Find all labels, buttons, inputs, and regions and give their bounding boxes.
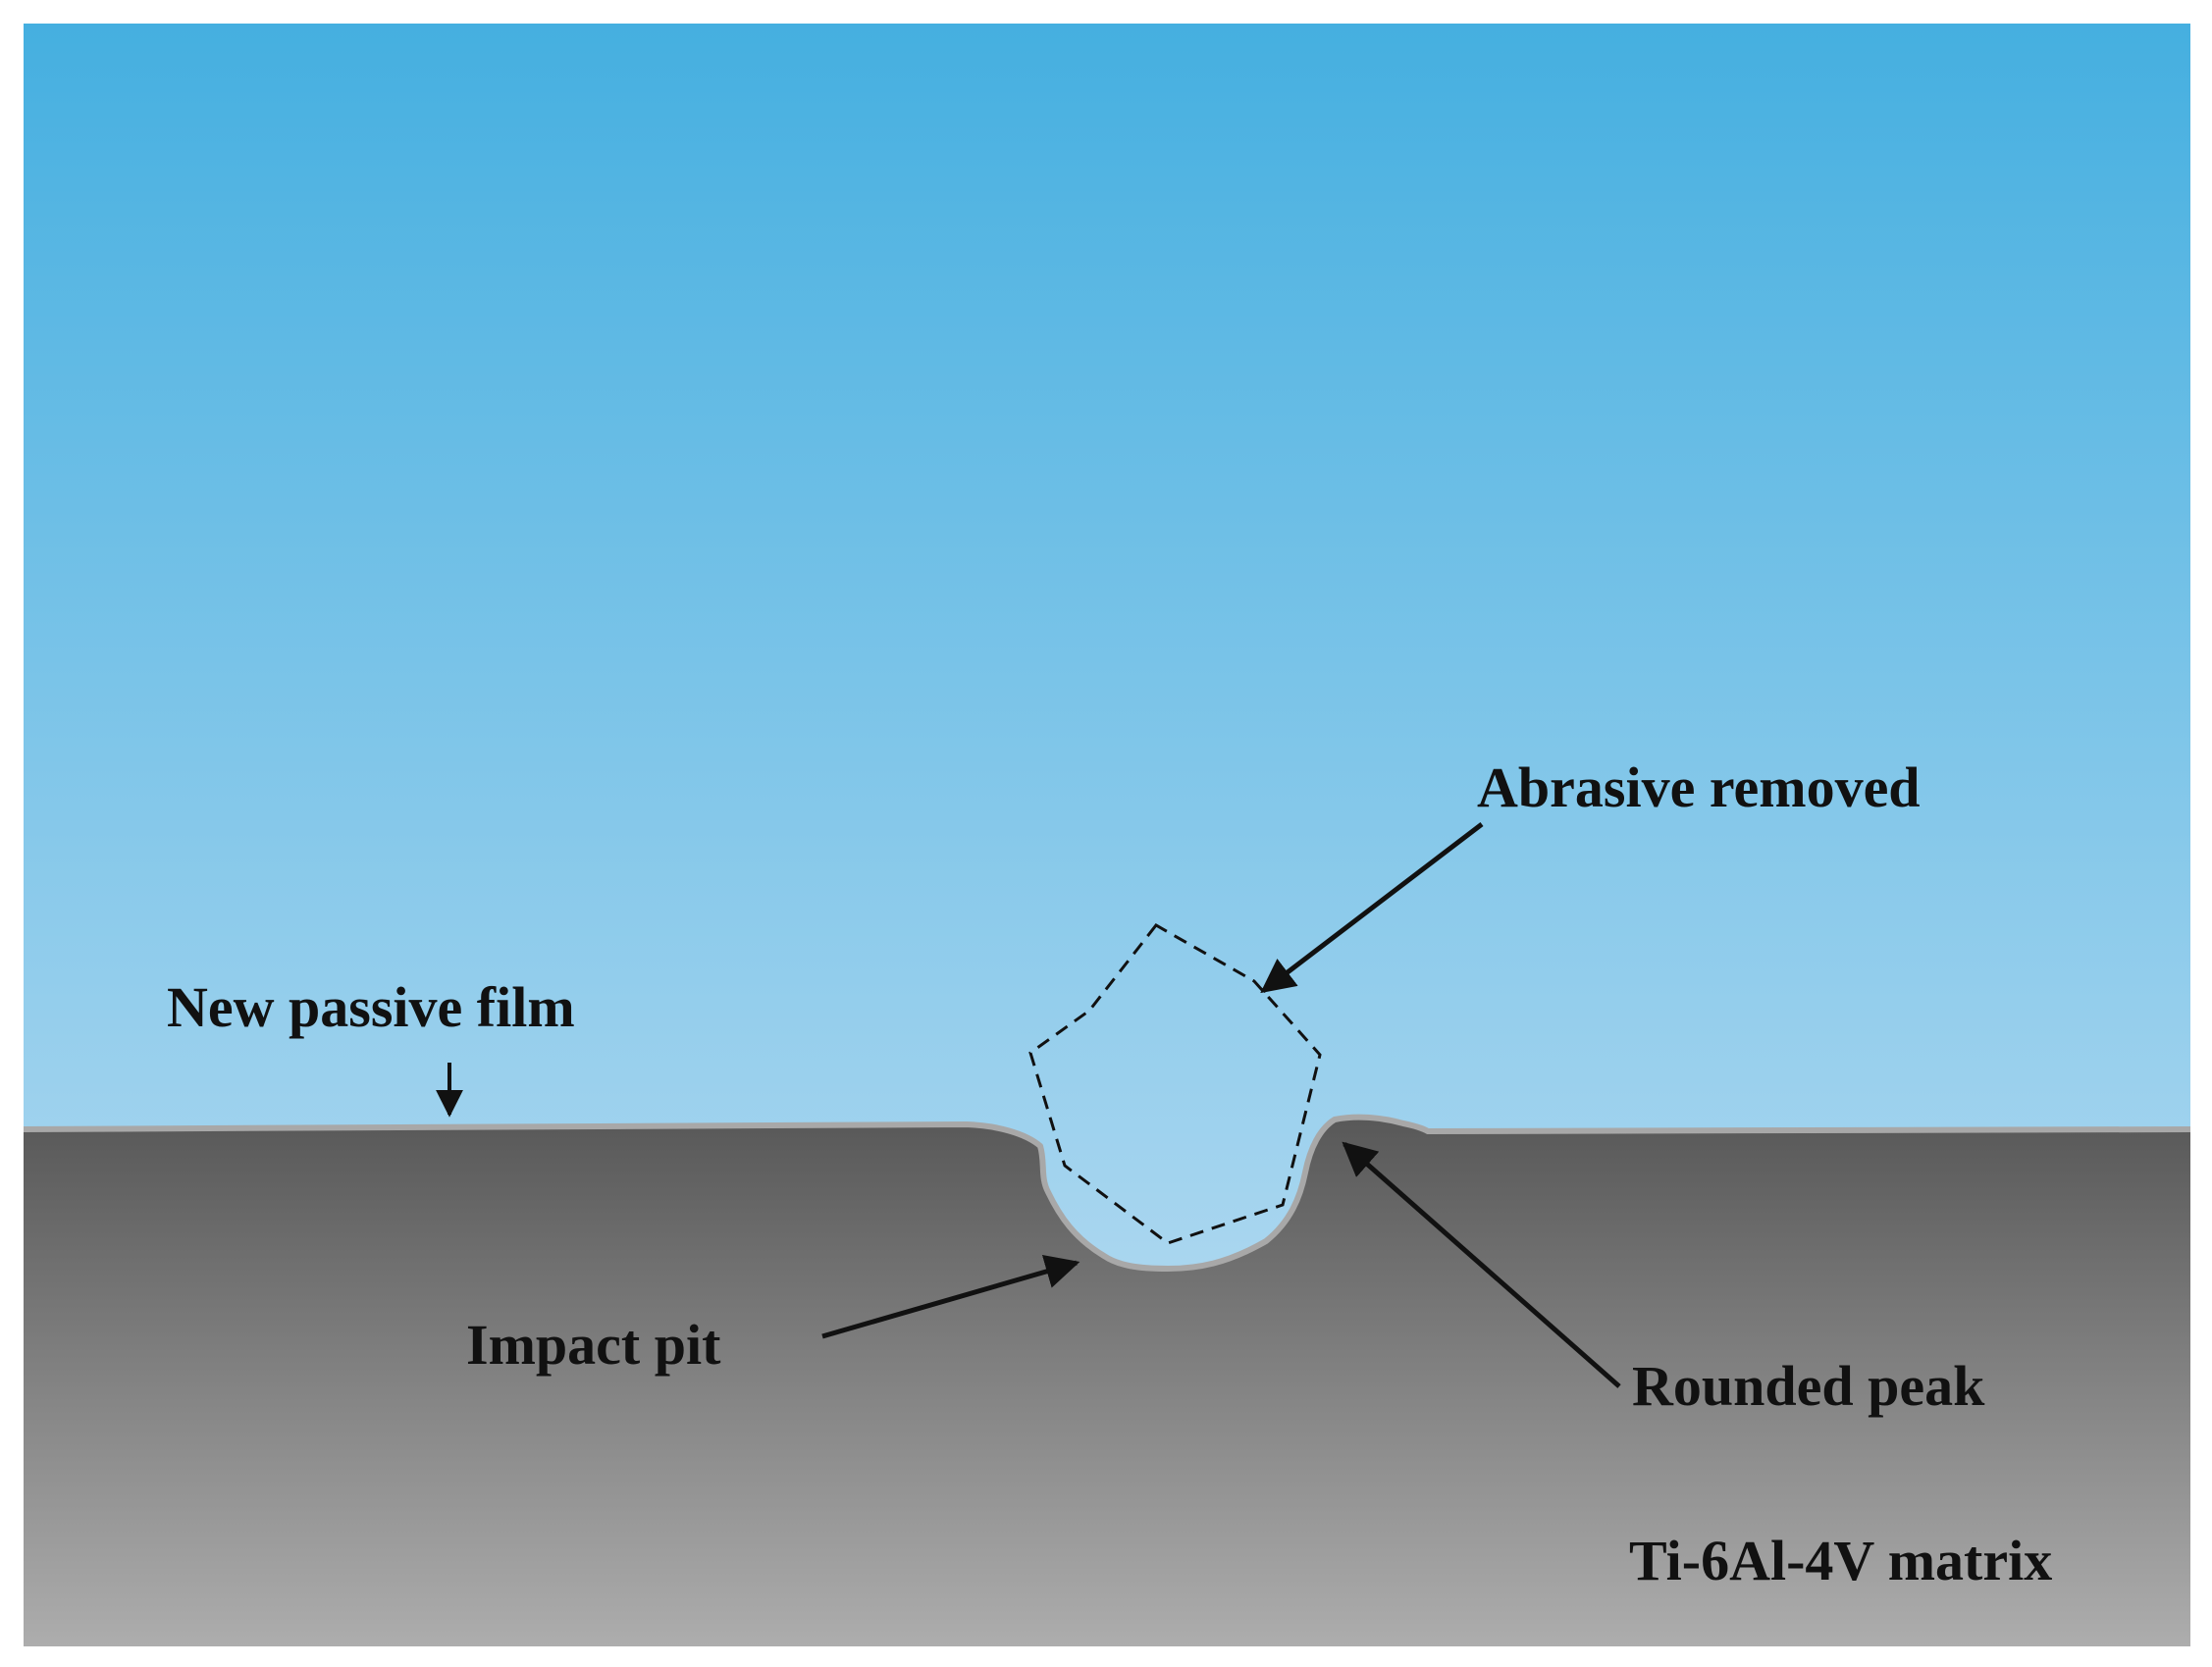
abrasive-particle-outline <box>1028 923 1322 1245</box>
matrix-label: Ti-6Al-4V matrix <box>1629 1529 2052 1592</box>
impact-pit-label: Impact pit <box>466 1313 721 1377</box>
new-passive-film-label: New passive film <box>167 975 575 1039</box>
abrasive-removed-label: Abrasive removed <box>1477 755 1921 819</box>
rounded-peak-label: Rounded peak <box>1632 1354 1985 1418</box>
rounded-peak-arrow <box>1342 1141 1621 1388</box>
abrasive-removed-arrow <box>1260 822 1484 994</box>
matrix-body <box>24 1117 2190 1646</box>
passive-film-line <box>23 1114 2191 1272</box>
impact-pit-arrow <box>821 1254 1080 1339</box>
